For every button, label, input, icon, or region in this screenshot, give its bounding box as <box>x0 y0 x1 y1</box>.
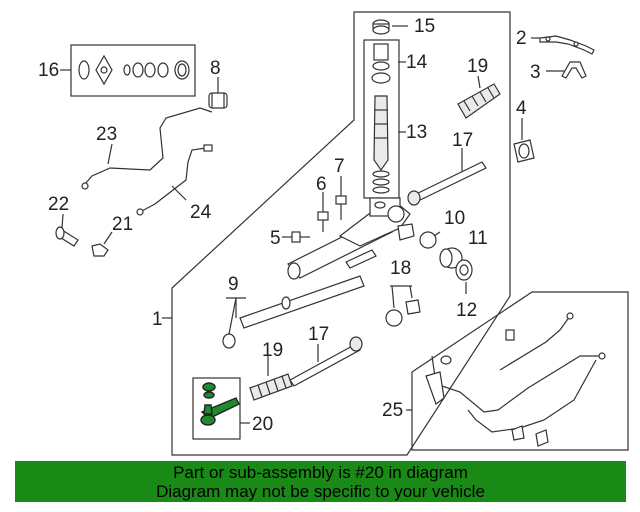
label-24: 24 <box>190 202 212 223</box>
tie-rod-17-lower <box>289 336 363 387</box>
label-5: 5 <box>270 228 281 249</box>
bolt-7 <box>335 176 347 220</box>
rack-housing <box>287 197 411 280</box>
tie-rod-end-20 <box>200 382 240 426</box>
label-13: 13 <box>406 122 427 143</box>
clip-21 <box>91 231 113 257</box>
bushing-11 <box>439 247 463 269</box>
info-banner: Part or sub-assembly is #20 in diagram D… <box>15 461 626 502</box>
bushing-10 <box>397 223 441 249</box>
bolt-22 <box>55 213 79 247</box>
label-12: 12 <box>456 300 477 321</box>
pressure-tubes <box>81 107 213 216</box>
valve-parts <box>371 19 391 194</box>
label-9: 9 <box>228 274 239 295</box>
bolt-6 <box>317 192 329 232</box>
label-6: 6 <box>316 174 327 195</box>
hose-assembly-25 <box>406 312 606 447</box>
label-7: 7 <box>334 156 345 177</box>
label-25: 25 <box>382 400 403 421</box>
bolt-5 <box>282 231 310 243</box>
banner-line-1: Part or sub-assembly is #20 in diagram <box>173 463 468 482</box>
part-20-box <box>192 377 241 440</box>
label-11: 11 <box>468 228 488 249</box>
main-assembly-outline <box>171 11 511 456</box>
tie-rod-17-upper <box>407 148 487 206</box>
bushing-4 <box>513 118 535 163</box>
label-4: 4 <box>516 98 527 119</box>
label-17-lower: 17 <box>308 324 329 345</box>
washer-12 <box>455 259 473 294</box>
hose-assembly-outline <box>411 291 629 451</box>
clamp-2 <box>539 35 595 55</box>
label-16: 16 <box>38 60 59 81</box>
label-14: 14 <box>406 52 428 73</box>
label-22: 22 <box>48 194 69 215</box>
label-8: 8 <box>210 58 221 79</box>
label-2: 2 <box>516 28 527 49</box>
bushing-8 <box>208 77 228 109</box>
seal-kit-parts <box>78 54 190 86</box>
boot-19-lower <box>249 356 293 401</box>
banner-line-2: Diagram may not be specific to your vehi… <box>156 482 485 501</box>
label-21: 21 <box>112 214 133 235</box>
label-17-upper: 17 <box>452 130 473 151</box>
label-19-upper: 19 <box>467 56 488 77</box>
label-3: 3 <box>530 62 541 83</box>
boot-19-upper <box>457 75 501 119</box>
label-10: 10 <box>444 208 465 229</box>
label-20: 20 <box>252 414 273 435</box>
rack-bar-9 <box>222 275 365 349</box>
label-23: 23 <box>96 124 117 145</box>
label-1: 1 <box>152 309 163 330</box>
clamp-3 <box>561 61 587 79</box>
label-19-lower: 19 <box>262 340 283 361</box>
bushing-18 <box>385 285 421 327</box>
label-18: 18 <box>390 258 411 279</box>
label-15: 15 <box>414 16 435 37</box>
